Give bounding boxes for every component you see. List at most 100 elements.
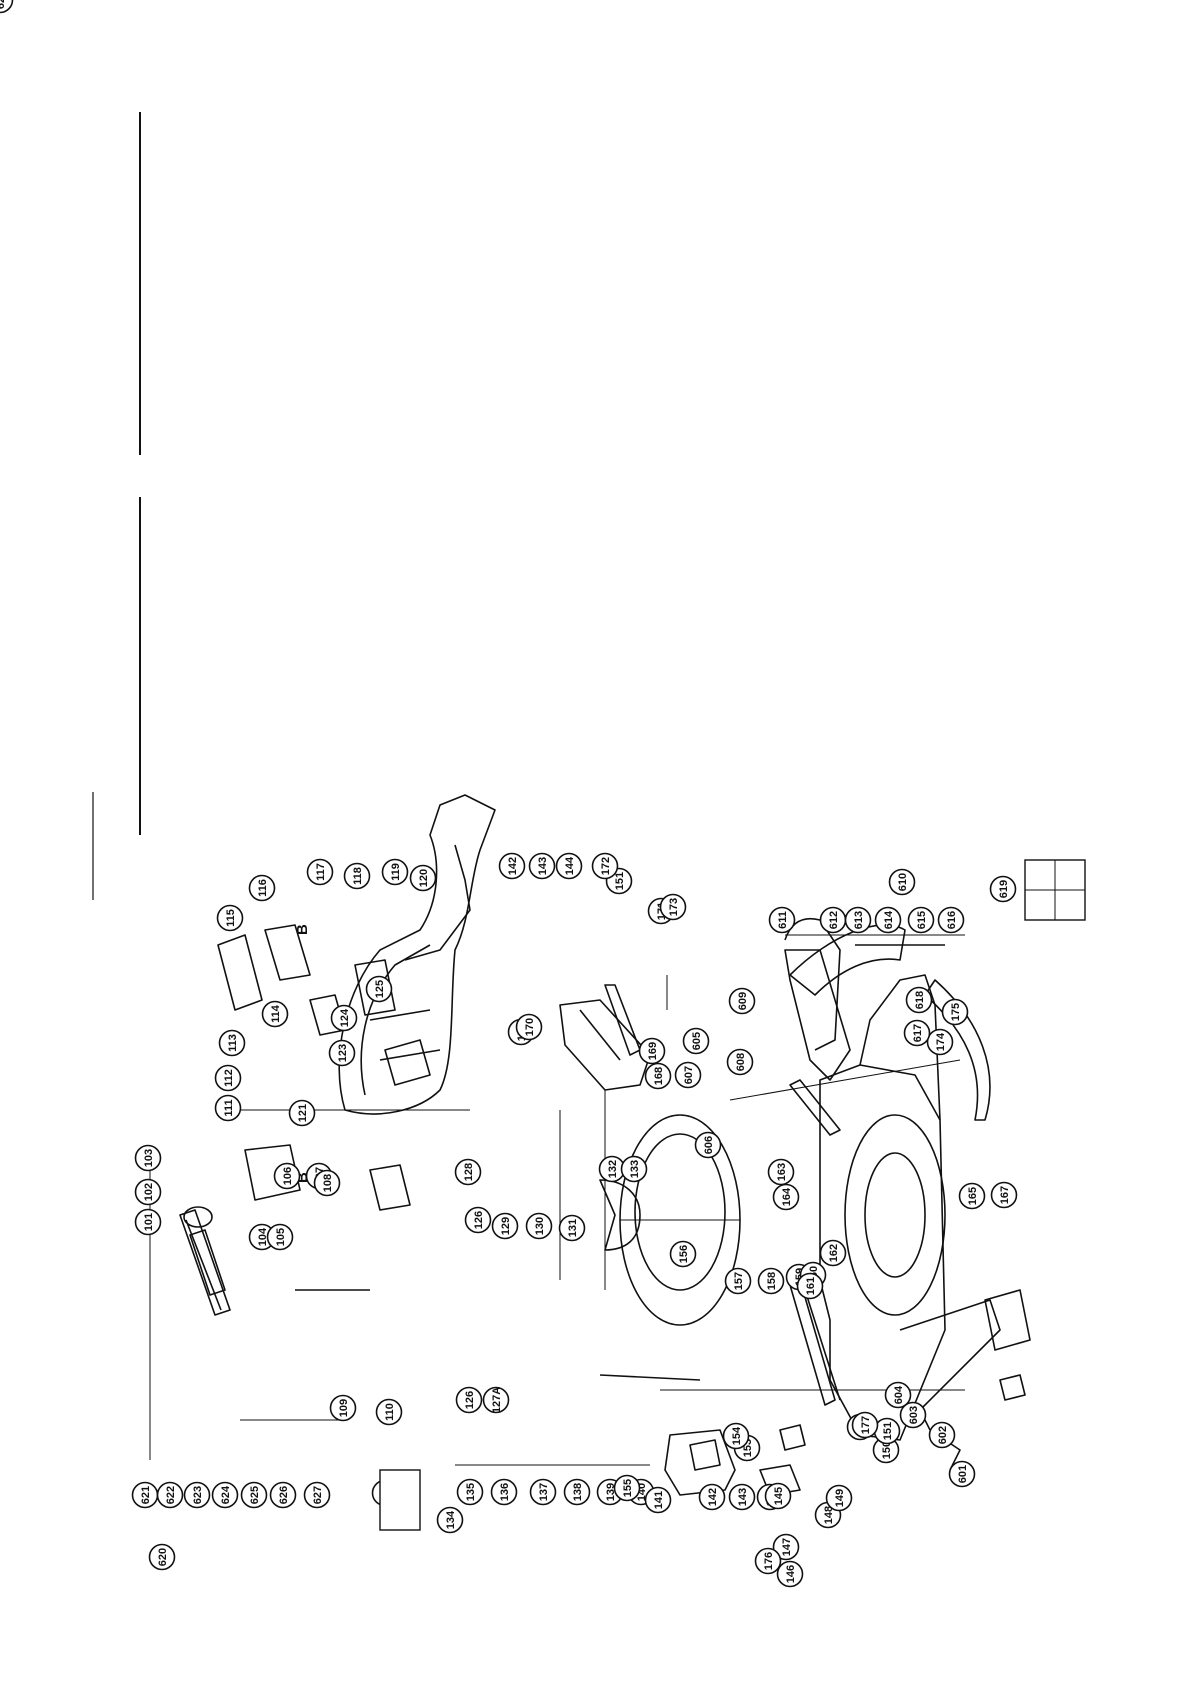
callout-625: 625 <box>240 1481 268 1509</box>
svg-text:613: 613 <box>853 911 865 929</box>
callout-608: 608 <box>726 1048 754 1076</box>
plate-102 <box>179 1209 231 1316</box>
svg-text:137: 137 <box>538 1483 550 1501</box>
svg-text:150: 150 <box>881 1441 893 1459</box>
svg-text:136: 136 <box>499 1483 511 1501</box>
callout-111: 111 <box>214 1094 242 1122</box>
callout-609: 609 <box>728 987 756 1015</box>
svg-text:156: 156 <box>678 1245 690 1263</box>
section-letter-2: B <box>294 924 311 935</box>
callout-134: 134 <box>436 1506 464 1534</box>
callout-617: 617 <box>903 1019 931 1047</box>
kit-box-629 <box>379 1469 421 1531</box>
callout-627: 627 <box>303 1481 331 1509</box>
callout-126: 126 <box>455 1386 483 1414</box>
callout-135: 135 <box>456 1478 484 1506</box>
callout-102: 102 <box>134 1178 162 1206</box>
callout-155: 155 <box>613 1474 641 1502</box>
svg-text:117: 117 <box>315 863 327 881</box>
svg-text:167: 167 <box>999 1186 1011 1204</box>
svg-text:604: 604 <box>893 1385 905 1404</box>
callout-120: 120 <box>409 864 437 892</box>
callout-619: 619 <box>989 875 1017 903</box>
callout-103: 103 <box>134 1144 162 1172</box>
svg-text:151: 151 <box>882 1422 894 1440</box>
callout-136: 136 <box>490 1478 518 1506</box>
callout-623: 623 <box>183 1481 211 1509</box>
svg-text:607: 607 <box>683 1066 695 1084</box>
callout-620: 620 <box>148 1543 176 1571</box>
callout-144: 144 <box>555 852 583 880</box>
callout-130: 130 <box>525 1212 553 1240</box>
svg-text:134: 134 <box>445 1510 457 1529</box>
box-120 <box>384 1039 431 1086</box>
svg-text:118: 118 <box>352 867 364 885</box>
callout-143: 143 <box>528 852 556 880</box>
switch-118 <box>354 959 396 1016</box>
callout-165: 165 <box>958 1182 986 1210</box>
svg-text:142: 142 <box>707 1488 719 1506</box>
rail-169 <box>559 999 651 1091</box>
callout-161: 161 <box>796 1272 824 1300</box>
svg-text:161: 161 <box>805 1277 817 1295</box>
callout-146: 146 <box>776 1560 804 1588</box>
svg-text:609: 609 <box>737 992 749 1010</box>
callout-117: 117 <box>306 858 334 886</box>
callout-151: 151 <box>873 1417 901 1445</box>
callout-174: 174 <box>926 1028 954 1056</box>
callout-172: 172 <box>591 852 619 880</box>
callout-607: 607 <box>674 1061 702 1089</box>
holder-155 <box>664 1429 736 1496</box>
svg-text:130: 130 <box>534 1217 546 1235</box>
svg-text:602: 602 <box>937 1426 949 1444</box>
rod-162 <box>789 1079 841 1136</box>
svg-text:164: 164 <box>781 1187 793 1206</box>
blade-157 <box>634 1133 726 1291</box>
svg-text:176: 176 <box>763 1552 775 1570</box>
svg-text:125: 125 <box>374 980 386 998</box>
svg-text:112: 112 <box>223 1069 235 1087</box>
foot-603 <box>984 1289 1031 1351</box>
callout-162: 162 <box>819 1239 847 1267</box>
handle-body <box>404 844 471 961</box>
callout-618: 618 <box>905 986 933 1014</box>
callout-157: 157 <box>724 1267 752 1295</box>
svg-text:116: 116 <box>257 879 269 897</box>
callout-114: 114 <box>261 1000 289 1028</box>
svg-text:154: 154 <box>731 1426 743 1445</box>
svg-text:127A: 127A <box>491 1387 503 1413</box>
svg-text:114: 114 <box>270 1004 282 1023</box>
callout-126: 126 <box>464 1206 492 1234</box>
svg-text:614: 614 <box>883 910 895 929</box>
callout-602: 602 <box>928 1421 956 1449</box>
handle-612 <box>784 949 851 1081</box>
svg-text:170: 170 <box>524 1018 536 1036</box>
callout-622: 622 <box>156 1481 184 1509</box>
svg-text:623: 623 <box>192 1486 204 1504</box>
callout-129: 129 <box>491 1212 519 1240</box>
callout-110: 110 <box>375 1398 403 1426</box>
callout-131: 131 <box>558 1214 586 1242</box>
svg-text:629: 629 <box>0 0 7 9</box>
svg-text:155: 155 <box>622 1479 634 1497</box>
svg-text:138: 138 <box>572 1483 584 1501</box>
svg-text:616: 616 <box>946 911 958 929</box>
svg-text:124: 124 <box>339 1008 351 1027</box>
callout-629: 629 <box>0 0 14 14</box>
svg-text:162: 162 <box>828 1244 840 1262</box>
callout-119: 119 <box>381 858 409 886</box>
callout-177: 177 <box>851 1411 879 1439</box>
svg-text:612: 612 <box>828 911 840 929</box>
callout-113: 113 <box>218 1029 246 1057</box>
svg-text:173: 173 <box>668 898 680 916</box>
svg-text:157: 157 <box>733 1272 745 1290</box>
callout-170: 170 <box>515 1013 543 1041</box>
callout-106: 106 <box>273 1162 301 1190</box>
svg-text:603: 603 <box>908 1406 920 1424</box>
rod-141 <box>599 1374 701 1381</box>
base-frame <box>819 1064 946 1441</box>
svg-text:168: 168 <box>653 1067 665 1085</box>
svg-text:133: 133 <box>629 1160 641 1178</box>
svg-text:618: 618 <box>914 991 926 1009</box>
svg-text:606: 606 <box>703 1136 715 1154</box>
